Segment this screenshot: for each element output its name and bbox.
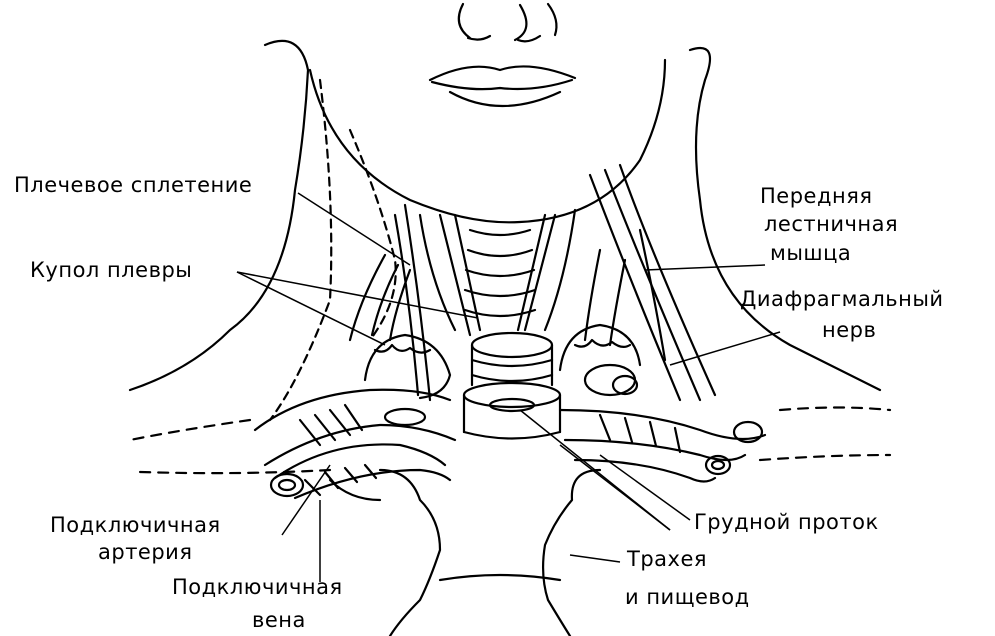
right-neck-muscles [583, 163, 717, 402]
face [308, 2, 667, 224]
pleura-domes [363, 323, 642, 400]
cervical-column [418, 208, 577, 337]
label-trachea-esophagus-line1: Трахея [627, 547, 708, 571]
label-brachial-plexus: Плечевое сплетение [14, 173, 253, 197]
trachea-cross-section [462, 331, 562, 440]
label-anterior-scalene-line1: Передняя [760, 184, 873, 208]
label-subclavian-vein-line1: Подключичная [172, 575, 343, 599]
upper-chest [328, 468, 602, 636]
label-subclavian-artery-line1: Подключичная [50, 513, 221, 537]
label-trachea-esophagus-line2: и пищевод [625, 585, 750, 609]
right-subclavian-vessels [558, 363, 767, 483]
label-pleura-dome: Купол плевры [30, 258, 193, 282]
label-phrenic-nerve-line1: Диафрагмальный [740, 287, 944, 311]
label-subclavian-artery-line2: артерия [98, 540, 193, 564]
neck-outline [128, 39, 892, 475]
label-thoracic-duct: Грудной проток [694, 510, 879, 534]
label-subclavian-vein-line2: вена [252, 608, 306, 632]
left-subclavian-vessels [253, 388, 457, 500]
label-anterior-scalene-line3: мышца [770, 241, 852, 265]
label-anterior-scalene-line2: лестничная [764, 212, 899, 236]
label-phrenic-nerve-line2: нерв [822, 318, 877, 342]
leader-lines [236, 192, 781, 582]
